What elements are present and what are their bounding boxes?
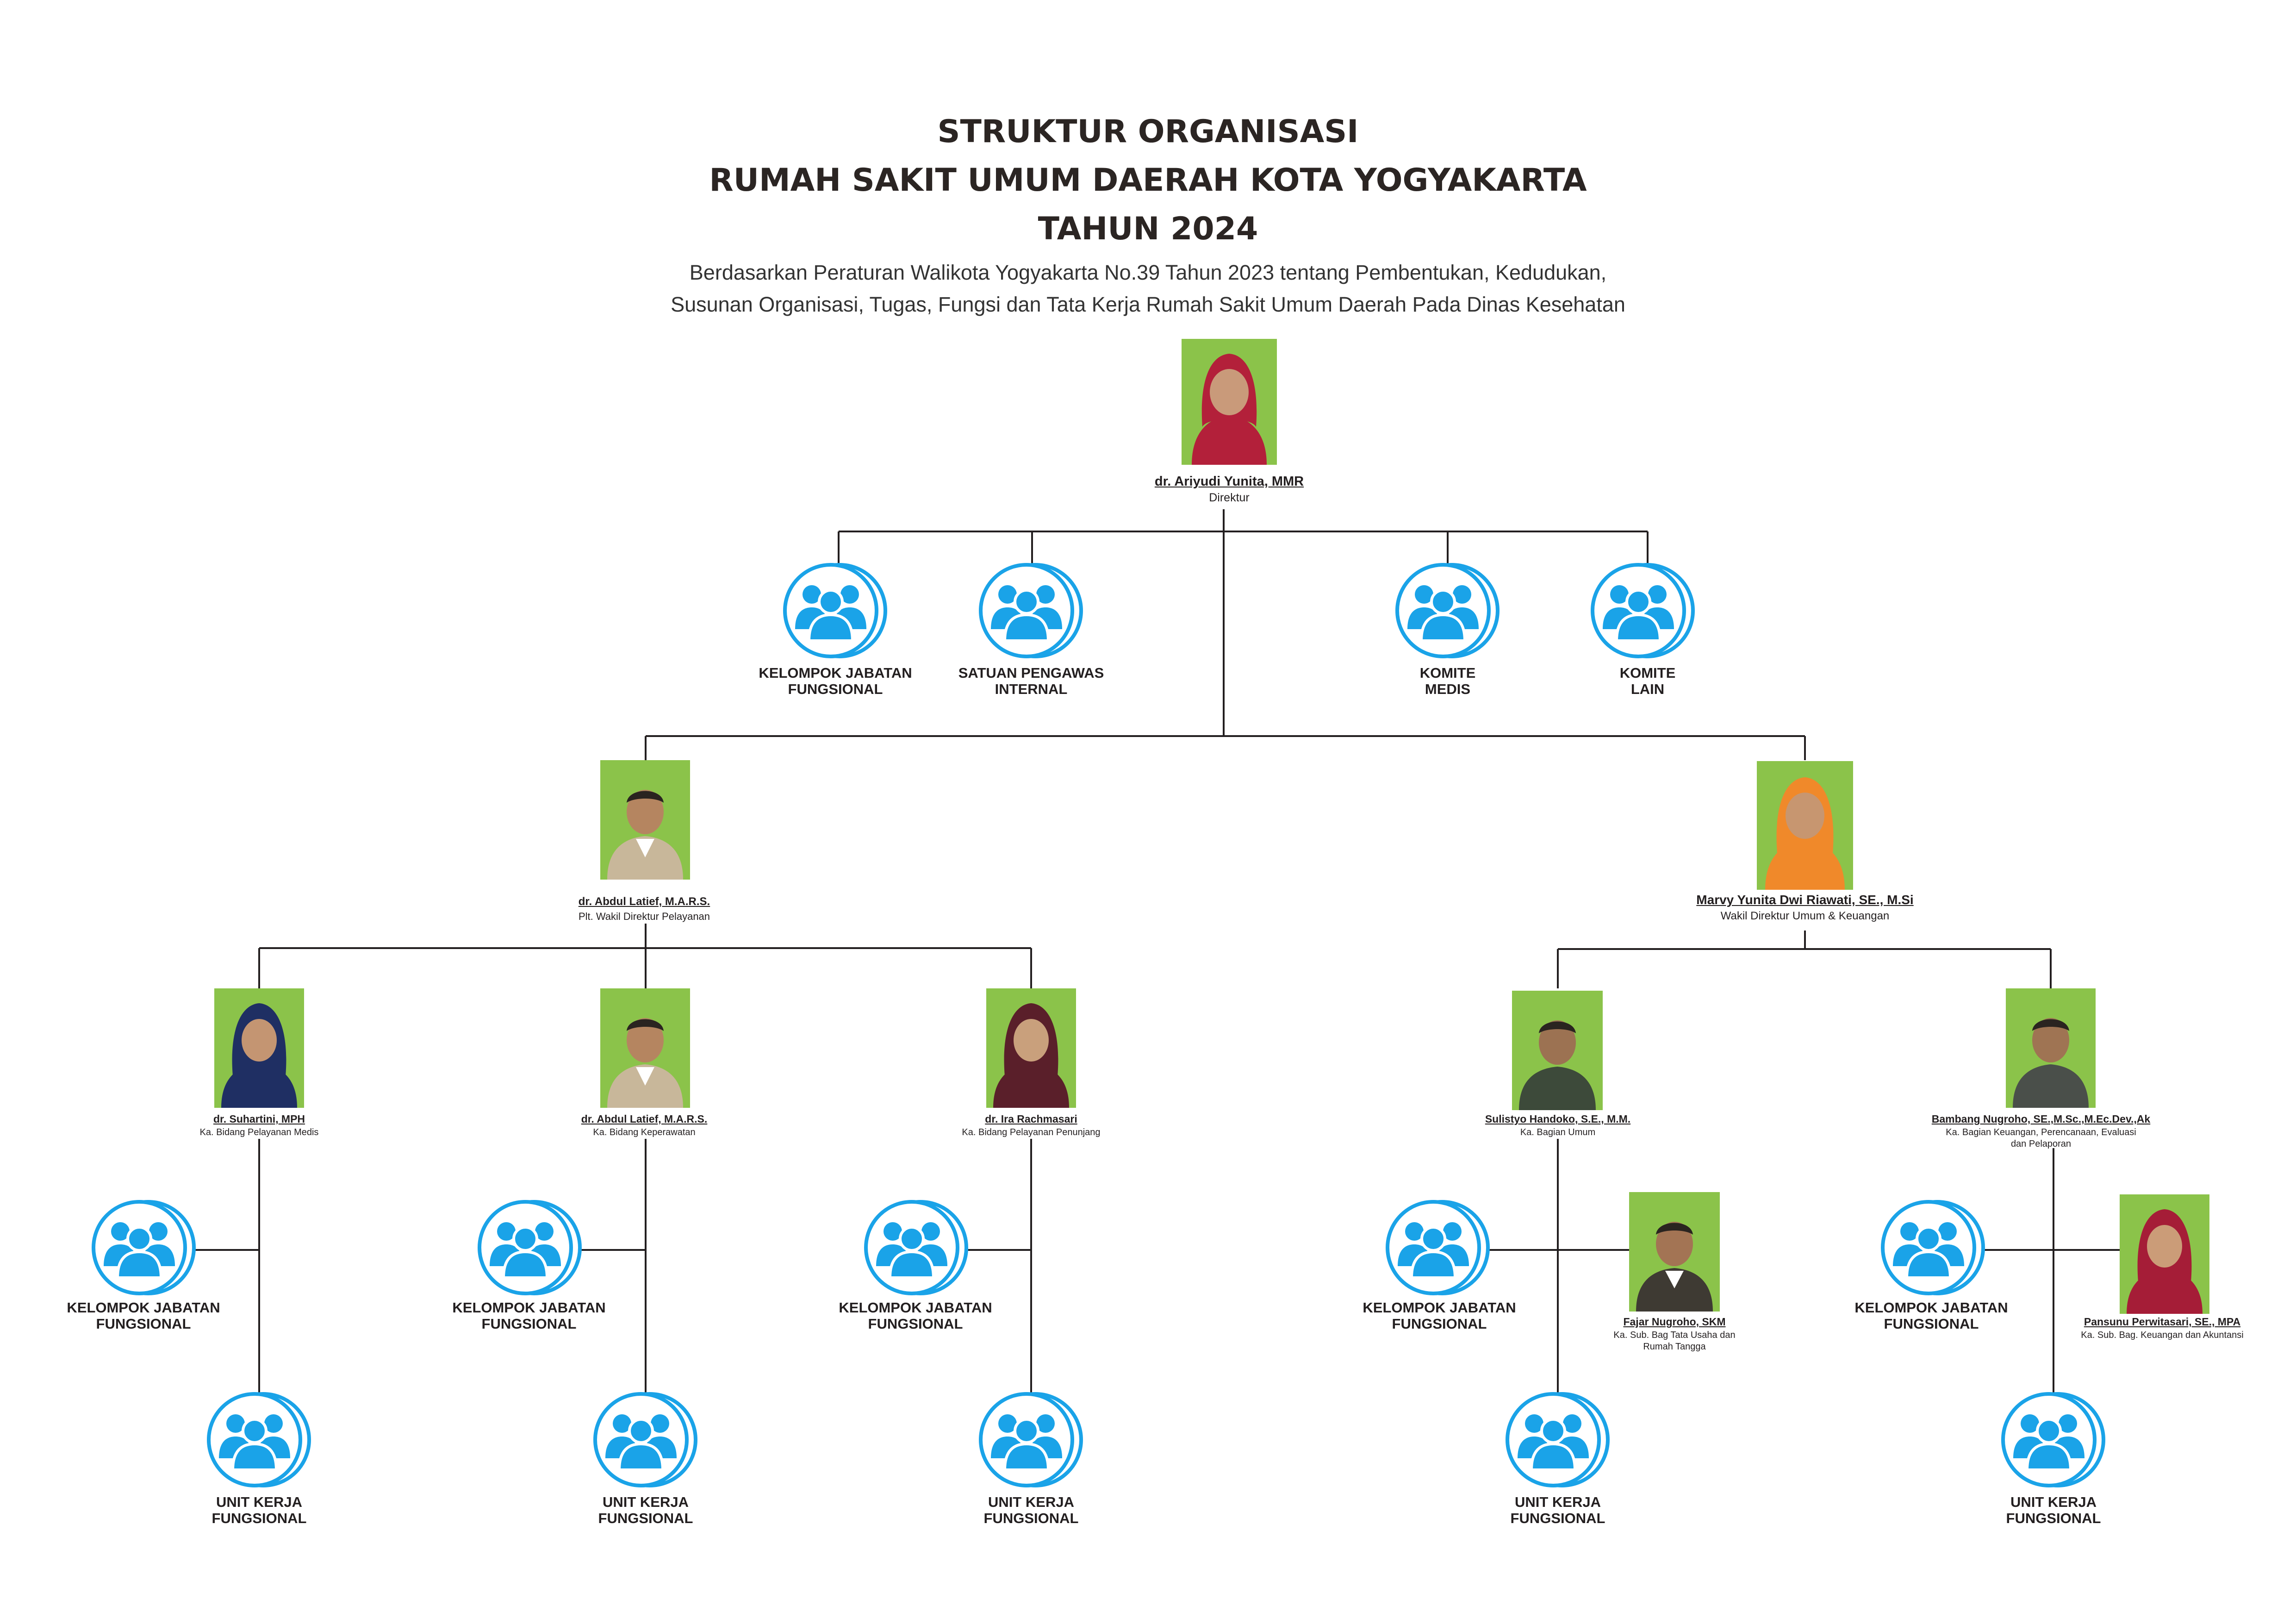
group-people-icon: [1394, 562, 1501, 659]
photo-kabid-penunjang: [986, 988, 1076, 1108]
role-wadir-umum: Wakil Direktur Umum & Keuangan: [1720, 910, 1890, 922]
group-people-icon: [91, 1199, 197, 1296]
photo-kabag-keuangan: [2006, 988, 2096, 1108]
name-kabid-penunjang: dr. Ira Rachmasari: [985, 1113, 1077, 1125]
group-people-icon: [2000, 1391, 2107, 1488]
name-wadir-pelayanan: dr. Abdul Latief, M.A.R.S.: [578, 895, 710, 908]
subtitle-line-2: Susunan Organisasi, Tugas, Fungsi dan Ta…: [671, 293, 1625, 316]
group-people-icon: [477, 1199, 583, 1296]
group-people-icon: [863, 1199, 970, 1296]
photo-kasubbag-tu: [1629, 1192, 1720, 1312]
name-kasubbag-keuangan: Pansunu Perwitasari, SE., MPA: [2084, 1316, 2241, 1328]
name-kabag-umum: Sulistyo Handoko, S.E., M.M.: [1485, 1113, 1631, 1125]
subtitle-line-1: Berdasarkan Peraturan Walikota Yogyakart…: [689, 261, 1607, 284]
role-kabid-medis: Ka. Bidang Pelayanan Medis: [199, 1127, 319, 1137]
photo-kabid-medis: [214, 988, 304, 1108]
photo-wadir-pelayanan: [600, 760, 690, 880]
photo-wadir-umum: [1757, 761, 1853, 890]
group-people-icon: [978, 562, 1084, 659]
photo-kabid-keperawatan: [600, 988, 690, 1108]
group-people-icon: [1880, 1199, 1986, 1296]
name-direktur: dr. Ariyudi Yunita, MMR: [1154, 474, 1304, 489]
role-kasubbag-keuangan: Ka. Sub. Bag. Keuangan dan Akuntansi: [2081, 1330, 2244, 1340]
photo-direktur: [1182, 339, 1277, 465]
name-kabid-medis: dr. Suhartini, MPH: [213, 1113, 305, 1125]
group-people-icon: [206, 1391, 312, 1488]
name-kabid-keperawatan: dr. Abdul Latief, M.A.R.S.: [581, 1113, 708, 1125]
name-kasubbag-tu: Fajar Nugroho, SKM: [1623, 1316, 1726, 1328]
role-kabid-penunjang: Ka. Bidang Pelayanan Penunjang: [962, 1127, 1101, 1137]
group-people-icon: [592, 1391, 699, 1488]
role-kasubbag-tu: Ka. Sub. Bag Tata Usaha dan Rumah Tangga: [1613, 1330, 1736, 1352]
role-wadir-pelayanan: Plt. Wakil Direktur Pelayanan: [578, 911, 710, 922]
group-people-icon: [1385, 1199, 1491, 1296]
role-kabid-keperawatan: Ka. Bidang Keperawatan: [593, 1127, 696, 1137]
photo-kabag-umum: [1512, 991, 1603, 1110]
name-kabag-keuangan: Bambang Nugroho, SE.,M.Sc.,M.Ec.Dev.,Ak: [1931, 1113, 2151, 1125]
group-people-icon: [782, 562, 889, 659]
title-line-3: TAHUN 2024: [1038, 211, 1258, 247]
role-kabag-keuangan: Ka. Bagian Keuangan, Perencanaan, Evalua…: [1946, 1127, 2136, 1149]
group-people-icon: [1590, 562, 1696, 659]
role-kabag-umum: Ka. Bagian Umum: [1520, 1127, 1596, 1137]
group-people-icon: [978, 1391, 1084, 1488]
group-people-icon: [1505, 1391, 1611, 1488]
photo-kasubbag-keuangan: [2120, 1194, 2209, 1314]
title-line-1: STRUKTUR ORGANISASI: [937, 113, 1359, 150]
name-wadir-umum: Marvy Yunita Dwi Riawati, SE., M.Si: [1696, 893, 1914, 907]
title-line-2: RUMAH SAKIT UMUM DAERAH KOTA YOGYAKARTA: [709, 162, 1587, 199]
role-direktur: Direktur: [1209, 491, 1250, 504]
